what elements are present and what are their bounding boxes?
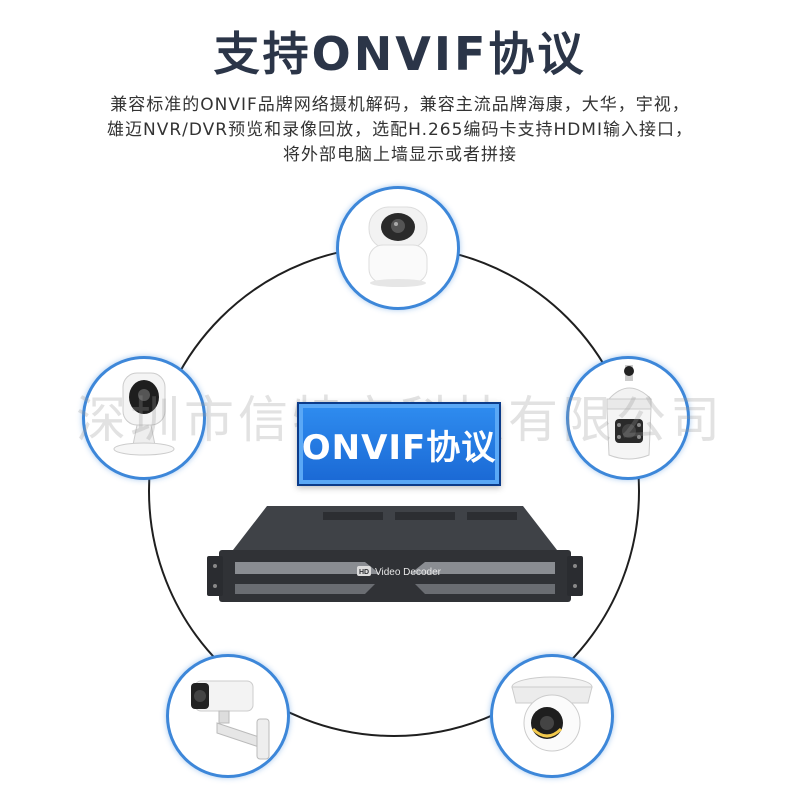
- turret-dome-camera-icon: [511, 676, 593, 752]
- camera-node-bottom-left: [166, 654, 290, 778]
- page-title: 支持ONVIF协议: [213, 27, 587, 81]
- onvif-badge-label: ONVIF协议: [301, 427, 497, 468]
- speed-dome-camera-icon: [606, 365, 653, 460]
- description-line-3: 将外部电脑上墙显示或者拼接: [283, 145, 517, 165]
- description-line-2: 雄迈NVR/DVR预览和录像回放，选配H.265编码卡支持HDMI输入接口，: [106, 120, 693, 140]
- onvif-badge: ONVIF协议: [297, 402, 501, 486]
- cube-camera-icon: [113, 372, 175, 456]
- camera-node-top: [336, 186, 460, 310]
- camera-node-right: [566, 356, 690, 480]
- device-logo: HD: [359, 569, 369, 576]
- ptz-dome-camera-icon: [368, 206, 428, 287]
- description-line-1: 兼容标准的ONVIF品牌网络摄机解码，兼容主流品牌海康，大华，宇视，: [110, 95, 690, 115]
- camera-node-bottom-right: [490, 654, 614, 778]
- video-decoder-device: HD Video Decoder: [207, 506, 583, 602]
- device-label: Video Decoder: [375, 567, 442, 578]
- camera-node-left: [82, 356, 206, 480]
- bullet-camera-icon: [191, 680, 270, 760]
